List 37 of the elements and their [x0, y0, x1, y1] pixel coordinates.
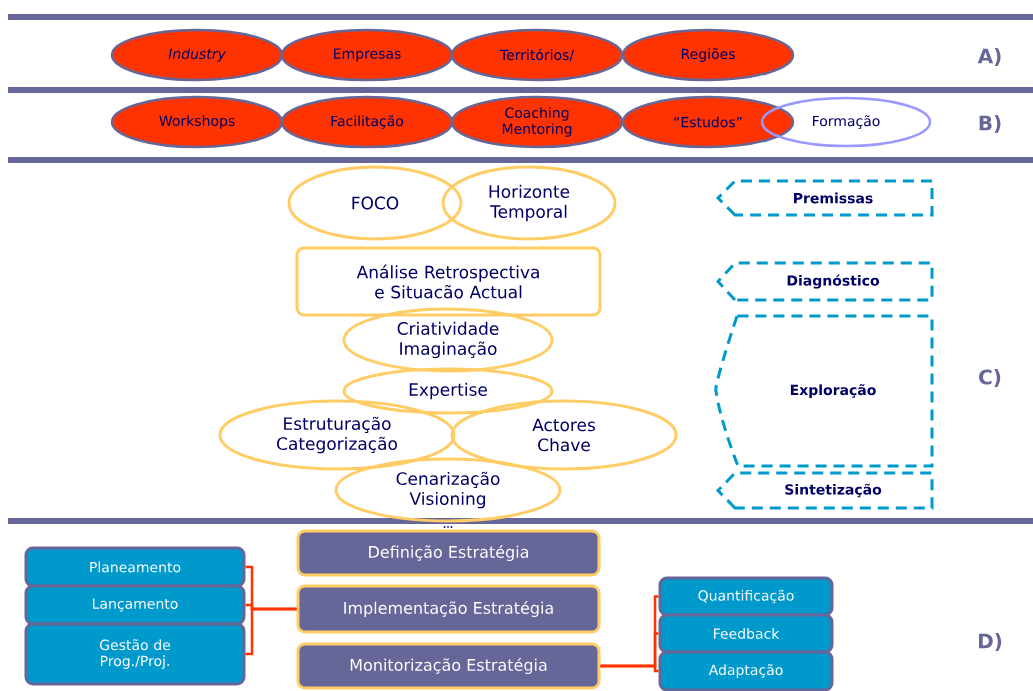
ellipse-node: Regiões — [621, 28, 795, 82]
ellipse-node: “Estudos” — [621, 95, 795, 149]
ellipse-node: Empresas — [280, 28, 454, 82]
section-letter: A) — [977, 48, 1001, 66]
dashed-pentagon: Premissas — [715, 179, 934, 217]
dashed-pentagon: Sintetização — [715, 471, 934, 510]
ellipse-node: Horizonte Temporal — [441, 165, 617, 241]
ellipse-node: Workshops — [110, 95, 284, 149]
process-box: Adaptação — [658, 650, 834, 691]
dashed-pentagon: Exploração — [714, 314, 934, 468]
process-box: Planeamento — [24, 546, 246, 588]
process-box: Lançamento — [24, 584, 246, 626]
ellipse-node: Criatividade Imaginação — [342, 307, 554, 373]
ellipse-node: Industry — [110, 28, 284, 82]
dots-label: ... — [443, 526, 453, 528]
dashed-pentagon: Diagnóstico — [715, 261, 934, 302]
bracket-line — [600, 664, 659, 673]
ellipse-node: Expertise — [342, 367, 554, 415]
ellipse-node: Formação — [760, 96, 932, 148]
process-box: Implementação Estratégia — [296, 584, 601, 634]
process-box: Feedback — [658, 613, 834, 654]
process-box: Análise Retrospectiva e Situacão Actual — [295, 246, 602, 317]
process-box: Definição Estratégia — [296, 529, 601, 577]
section-letter: D) — [979, 633, 1002, 651]
ellipse-node: Cenarização Visioning — [334, 457, 562, 523]
process-box: Monitorização Estratégia — [296, 642, 601, 690]
ellipse-node: Territórios/ — [450, 28, 624, 82]
process-box: Quantificação — [658, 576, 834, 617]
ellipse-node: Facilitação — [280, 95, 454, 149]
process-box: Gestão de Prog./Proj. — [24, 622, 246, 686]
ellipse-node: Actores Chave — [450, 399, 678, 471]
ellipse-node: FOCO — [287, 165, 463, 241]
ellipse-node: Estruturação Categorização — [218, 399, 456, 471]
ellipse-node: Coaching Mentoring — [450, 95, 624, 149]
section-letter: C) — [979, 369, 1001, 387]
bracket-line — [245, 607, 297, 656]
section-letter: B) — [979, 115, 1001, 133]
